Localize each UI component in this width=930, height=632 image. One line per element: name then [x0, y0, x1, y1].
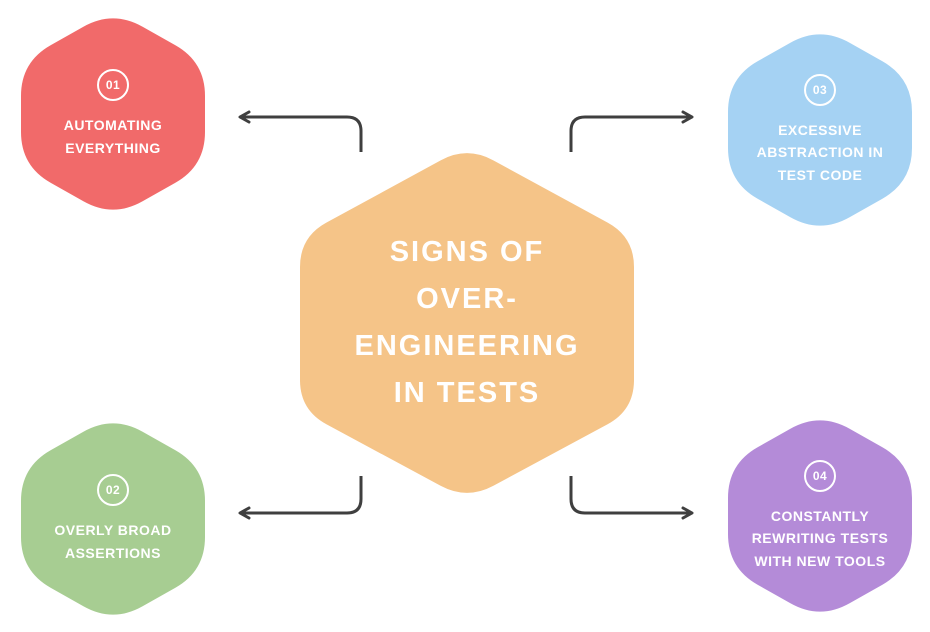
node-01: 01 AUTOMATING EVERYTHING	[21, 10, 205, 218]
node-03-hexagon-shape	[728, 34, 912, 226]
node-03-badge: 03	[804, 73, 836, 106]
node-01-hexagon-shape	[21, 18, 205, 210]
node-04-hexagon-shape	[728, 420, 912, 612]
node-01-label: AUTOMATING EVERYTHING	[63, 117, 163, 156]
node-02-number: 02	[105, 483, 121, 498]
node-02: 02 OVERLY BROAD ASSERTIONS	[21, 415, 205, 623]
center-hexagon-shape	[300, 153, 634, 493]
connector-top-left	[238, 110, 363, 152]
connector-bottom-left	[238, 476, 363, 520]
node-03: 03 EXCESSIVE ABSTRACTION IN TEST CODE	[728, 26, 912, 234]
node-02-hexagon-shape	[21, 423, 205, 615]
node-03-label: EXCESSIVE ABSTRACTION IN TEST CODE	[756, 121, 884, 183]
node-03-number: 03	[812, 82, 828, 97]
node-04: 04 CONSTANTLY REWRITING TESTS WITH NEW T…	[728, 412, 912, 620]
node-02-badge: 02	[97, 474, 129, 507]
node-01-badge: 01	[97, 69, 129, 102]
node-01-number: 01	[105, 78, 121, 93]
node-04-label: CONSTANTLY REWRITING TESTS WITH NEW TOOL…	[751, 507, 889, 569]
connector-bottom-right	[569, 476, 694, 520]
node-02-label: OVERLY BROAD ASSERTIONS	[54, 522, 172, 561]
connector-top-right	[569, 110, 694, 152]
center-title: SIGNS OF OVER- ENGINEERING IN TESTS	[354, 236, 580, 409]
node-04-badge: 04	[804, 459, 836, 492]
node-04-number: 04	[812, 468, 828, 483]
